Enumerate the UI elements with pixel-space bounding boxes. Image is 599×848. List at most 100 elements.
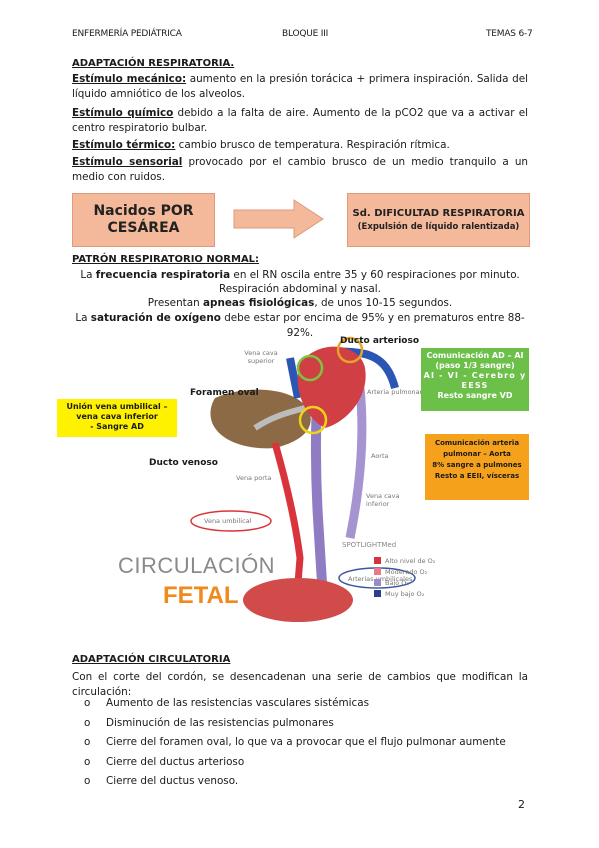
- note-orange-line-1: Comunicación arteria pulmonar – Aorta: [434, 439, 520, 458]
- patron-title: PATRÓN RESPIRATORIO NORMAL:: [72, 254, 260, 265]
- liver-shape: [210, 389, 311, 449]
- header-left: ENFERMERÍA PEDIÁTRICA: [72, 29, 182, 39]
- patron-line-3: Presentan apneas fisiológicas, de unos 1…: [72, 296, 528, 311]
- termico-label: Estímulo térmico:: [72, 139, 176, 151]
- estimulo-sensorial: Estímulo sensorial provocado por el camb…: [72, 155, 528, 184]
- legend-swatch-moderate: [374, 568, 381, 575]
- l3-bold: apneas fisiológicas: [203, 297, 315, 309]
- l3-post: , de unos 10-15 segundos.: [314, 297, 453, 309]
- patron-line-1: La frecuencia respiratoria en el RN osci…: [72, 268, 528, 283]
- l4-bold: saturación de oxígeno: [90, 312, 221, 324]
- circle-bullet-icon: o: [84, 697, 91, 709]
- l1-bold: frecuencia respiratoria: [95, 269, 231, 281]
- vena-cava-superior-vessel: [286, 357, 302, 399]
- arrow-right-icon: [233, 199, 324, 239]
- list-item-text: Cierre del ductus venoso.: [106, 775, 239, 787]
- estimulo-mecanico: Estímulo mecánico: aumento en la presión…: [72, 72, 528, 101]
- circ-intro: Con el corte del cordón, se desencadenan…: [72, 671, 528, 698]
- l4-pre: La: [75, 312, 91, 324]
- list-item-text: Cierre del ductus arterioso: [106, 755, 245, 768]
- sd-title: Sd. DIFICULTAD RESPIRATORIA: [352, 208, 525, 219]
- sensorial-text: provocado por el cambio brusco de un med…: [72, 156, 528, 183]
- list-item-text: Disminución de las resistencias pulmonar…: [106, 716, 334, 729]
- estimulo-quimico: Estímulo químico debido a la falta de ai…: [72, 106, 528, 135]
- umbilical-vein-vessel: [271, 442, 304, 584]
- union-circle: [298, 405, 328, 435]
- estimulo-termico: Estímulo térmico: cambio brusco de tempe…: [72, 138, 528, 153]
- circle-bullet-icon: o: [84, 716, 91, 729]
- label-vena-porta: Vena porta: [236, 474, 272, 482]
- placenta-shape: [243, 578, 353, 622]
- list-item: o Cierre del foramen oval, lo que va a pr…: [84, 736, 506, 756]
- legend-label-high: Alto nivel de O₂: [385, 556, 436, 565]
- note-yellow-line-1: Unión vena umbilical – vena cava inferio…: [66, 402, 168, 421]
- mecanico-text: aumento en la presión torácica + primera…: [72, 73, 529, 100]
- note-orange-line-3: Resto a EEII, vísceras: [434, 472, 520, 480]
- label-ducto-arterioso: Ducto arterioso: [340, 336, 419, 346]
- label-aorta: Aorta: [371, 452, 389, 460]
- header-center: BLOQUE III: [282, 29, 329, 39]
- note-yellow-line-2: - Sangre AD: [90, 422, 144, 431]
- cesarea-box: Nacidos POR CESÁREA: [72, 193, 215, 247]
- legend-swatch-high: [374, 557, 381, 564]
- fetal-circulation-diagram: [190, 336, 416, 622]
- list-item: o Aumento de las resistencias vasculares …: [84, 697, 506, 717]
- vena-cava-inferior-vessel: [345, 387, 367, 539]
- note-comunicacion-arteria-aorta: Comunicación arteria pulmonar – Aorta 8%…: [425, 434, 529, 500]
- foramen-circle: [296, 354, 324, 382]
- list-item: o Cierre del ductus venoso.: [84, 775, 506, 795]
- label-vena-umbilical: Vena umbilical: [204, 517, 252, 525]
- l1-pre: La: [80, 269, 96, 281]
- legend-label-very-low: Muy bajo O₂: [385, 589, 425, 598]
- patron-line-4: La saturación de oxígeno debe estar por …: [72, 311, 528, 340]
- legend-label-low: Bajo O₂: [385, 578, 410, 587]
- sensorial-label: Estímulo sensorial: [72, 156, 183, 168]
- legend-item: Moderado O₂: [374, 566, 446, 577]
- circ-title: ADAPTACIÓN CIRCULATORIA: [72, 654, 231, 665]
- circle-bullet-icon: o: [84, 775, 91, 787]
- note-union-vena-umbilical: Unión vena umbilical – vena cava inferio…: [57, 399, 177, 437]
- l4-post: debe estar por encima de 95% y en premat…: [220, 312, 525, 339]
- note-orange-line-2: 8% sangre a pulmones: [432, 461, 522, 469]
- termico-text: cambio brusco de temperatura. Respiració…: [175, 139, 450, 151]
- patron-line-2: Respiración abdominal y nasal.: [219, 283, 381, 295]
- header-right: TEMAS 6-7: [486, 29, 533, 39]
- resp-title: ADAPTACIÓN RESPIRATORIA.: [72, 58, 235, 69]
- label-foramen-oval: Foramen oval: [190, 388, 259, 398]
- sd-sub: (Expulsión de líquido ralentizada): [357, 222, 520, 232]
- legend-swatch-very-low: [374, 590, 381, 597]
- ductus-venoso-vessel: [253, 405, 306, 431]
- fetal-title: FETAL: [163, 582, 239, 609]
- list-item-text: Aumento de las resistencias vasculares s…: [106, 697, 369, 709]
- circ-changes-list: o Aumento de las resistencias vasculares …: [84, 697, 506, 795]
- mecanico-label: Estímulo mecánico:: [72, 73, 187, 85]
- page-number: 2: [518, 798, 525, 811]
- legend-item: Muy bajo O₂: [374, 588, 446, 599]
- label-ducto-venoso: Ducto venoso: [149, 458, 218, 468]
- l3-pre: Presentan: [147, 297, 203, 309]
- vena-umbilical-oval: [190, 510, 272, 532]
- list-item: o Cierre del ductus arterioso: [84, 756, 506, 776]
- quimico-text: debido a la falta de aire. Aumento de la…: [72, 107, 528, 134]
- legend-item: Alto nivel de O₂: [374, 555, 446, 566]
- oxygen-legend: Alto nivel de O₂ Moderado O₂ Bajo O₂ Muy…: [374, 555, 446, 599]
- brand-logo: SPOTLIGHTMed: [342, 541, 397, 549]
- l1-post: en el RN oscila entre 35 y 60 respiracio…: [230, 269, 520, 281]
- legend-swatch-low: [374, 579, 381, 586]
- note-comunicacion-ad-ai: Comunicación AD – AI (paso 1/3 sangre) A…: [421, 348, 529, 411]
- note-green-line-1: Comunicación AD – AI (paso 1/3 sangre): [426, 351, 524, 370]
- legend-item: Bajo O₂: [374, 577, 446, 588]
- note-green-line-2: AI - VI - Cerebro y EESS: [423, 371, 527, 390]
- quimico-label: Estímulo químico: [72, 107, 174, 119]
- label-vena-cava-inferior: Vena cava inferior: [366, 492, 400, 508]
- ductus-arterioso-circle: [336, 336, 364, 364]
- label-arteria-pulmonar: Arteria pulmonar: [367, 388, 423, 396]
- list-item-text: Cierre del foramen oval, lo que va a pro…: [106, 736, 506, 748]
- circulacion-title: CIRCULACIÓN: [118, 553, 276, 578]
- note-green-line-3: Resto sangre VD: [437, 391, 513, 400]
- sd-dificultad-box: Sd. DIFICULTAD RESPIRATORIA (Expulsión d…: [347, 193, 530, 247]
- legend-label-moderate: Moderado O₂: [385, 567, 428, 576]
- circle-bullet-icon: o: [84, 755, 91, 768]
- list-item: o Disminución de las resistencias pulmona…: [84, 717, 506, 737]
- circle-bullet-icon: o: [84, 736, 91, 748]
